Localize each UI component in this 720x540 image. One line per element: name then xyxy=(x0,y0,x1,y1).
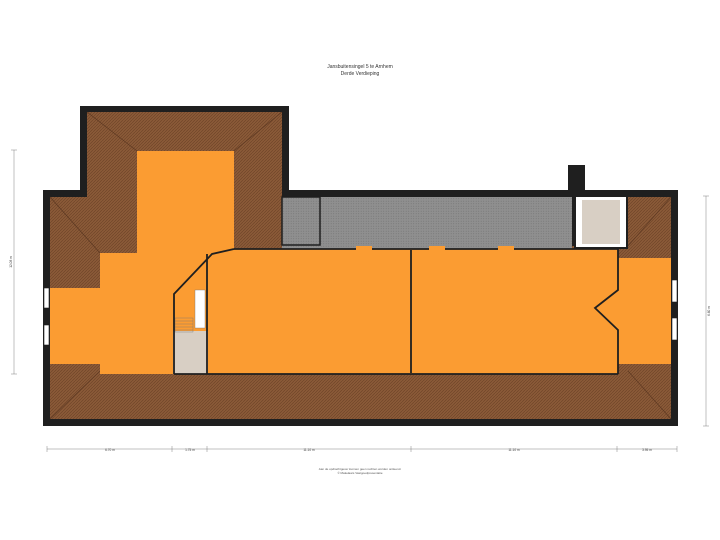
stair-landing xyxy=(173,331,208,374)
terrace-wall xyxy=(281,196,321,246)
stair-shaft-floor xyxy=(582,200,620,244)
roof-terrace xyxy=(282,197,572,249)
dimension-labels: 6.70 m 1.75 m 11.10 m 11.10 m 3.95 m 12.… xyxy=(9,256,711,452)
chimney xyxy=(568,165,582,190)
dim-bottom-5: 3.95 m xyxy=(642,448,652,452)
dimension-lines xyxy=(11,149,709,452)
attic-floor xyxy=(50,151,671,374)
plan-floor-name: Derde Verdieping xyxy=(340,71,380,77)
dim-bottom-3: 11.10 m xyxy=(303,448,315,452)
disclaimer-line-2: © Makelaars Vastgoedpresentatie xyxy=(337,471,383,475)
dormer-windows xyxy=(356,246,514,252)
dim-bottom-1: 6.70 m xyxy=(105,448,115,452)
interior-walls xyxy=(173,248,619,375)
plan-address: Jansbuitensingel 5 te Arnhem xyxy=(327,64,393,70)
dim-right: 6.60 m xyxy=(707,306,711,316)
staircase xyxy=(174,289,206,333)
side-windows xyxy=(43,279,678,346)
dim-left: 12.08 m xyxy=(9,256,13,268)
roof-hip-lines xyxy=(49,111,672,420)
dim-bottom-2: 1.75 m xyxy=(185,448,195,452)
dim-bottom-4: 11.10 m xyxy=(508,448,520,452)
disclaimer-line-1: Aan de opdrachtgever kunnen geen rechten… xyxy=(318,467,402,471)
